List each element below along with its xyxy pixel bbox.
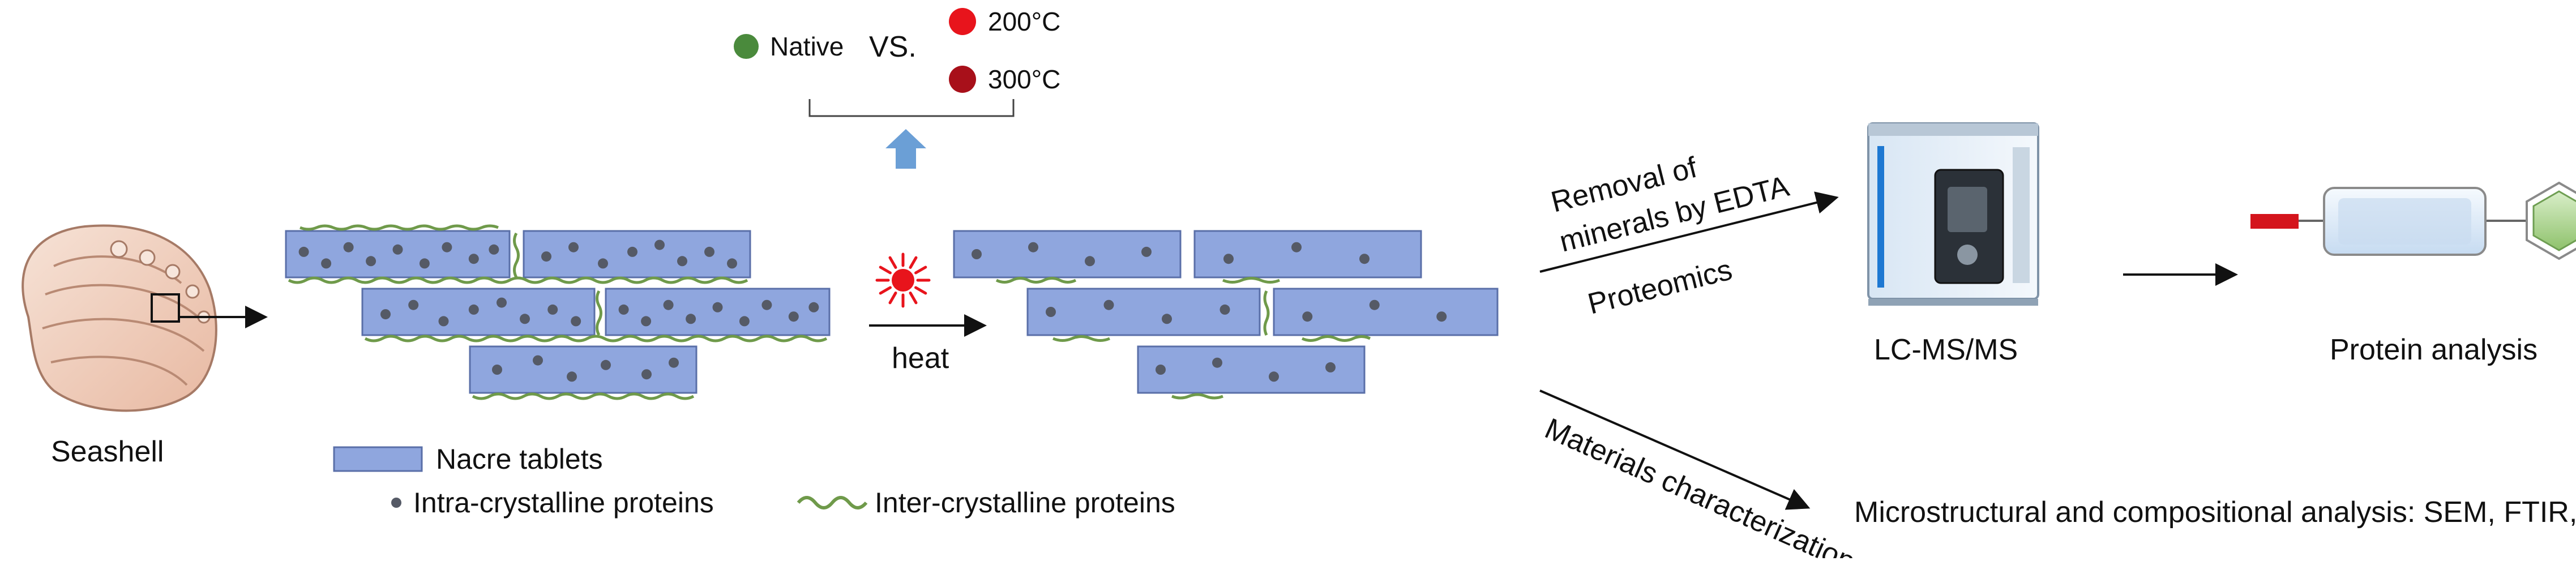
comparison-bracket: [808, 99, 1015, 117]
heated-nacre-stack: [953, 230, 1499, 400]
temp-300-dot-icon: [949, 66, 976, 93]
zoom-box: [151, 293, 180, 323]
materials-branch: Materials characterization: [1539, 389, 1860, 561]
proteomics-arrow: [1539, 191, 1839, 273]
heat-label: heat: [892, 342, 949, 375]
proteomics-branch: Removal of minerals by EDTA Proteomics: [1539, 151, 1839, 321]
materials-arrow: [1539, 389, 1811, 510]
signal-peptide-domain: [2250, 214, 2299, 229]
proteomics-label: Proteomics: [1585, 253, 1735, 320]
temp-300-label: 300°C: [988, 65, 1060, 94]
legend-squiggle-icon: [797, 496, 868, 509]
protein-domain-diagram: [2250, 181, 2576, 260]
heating-comparison: Native VS. 200°C 300°C: [734, 7, 1060, 169]
native-dot-icon: [734, 34, 759, 59]
heat-step: heat: [869, 252, 987, 375]
vs-label: VS.: [869, 31, 917, 63]
materials-label: Materials characterization: [1540, 412, 1860, 558]
up-arrow-icon: [885, 129, 926, 169]
protein-analysis-label: Protein analysis: [2330, 333, 2538, 366]
legend-intra-proteins: Intra-crystalline proteins: [413, 487, 714, 519]
heat-sun-icon: [875, 252, 931, 308]
microstructural-label: Microstructural and compositional analys…: [1854, 496, 2576, 529]
legend: Nacre tablets Intra-crystalline proteins…: [333, 443, 1175, 519]
native-nacre-stack: [285, 224, 831, 400]
seashell-illustration: [22, 224, 217, 412]
temp-200-label: 200°C: [988, 7, 1060, 36]
temp-200-dot-icon: [949, 8, 976, 35]
lcms-instrument-icon: [1867, 122, 2039, 306]
hexagon-domain: [2532, 190, 2576, 251]
lcms-label: LC-MS/MS: [1874, 333, 2018, 366]
native-label: Native: [770, 32, 844, 61]
legend-dot-icon: [391, 498, 401, 508]
legend-inter-proteins: Inter-crystalline proteins: [875, 487, 1175, 519]
seashell-label: Seashell: [51, 435, 164, 468]
legend-nacre-tablets: Nacre tablets: [436, 443, 603, 475]
legend-tablet-swatch: [333, 446, 423, 472]
